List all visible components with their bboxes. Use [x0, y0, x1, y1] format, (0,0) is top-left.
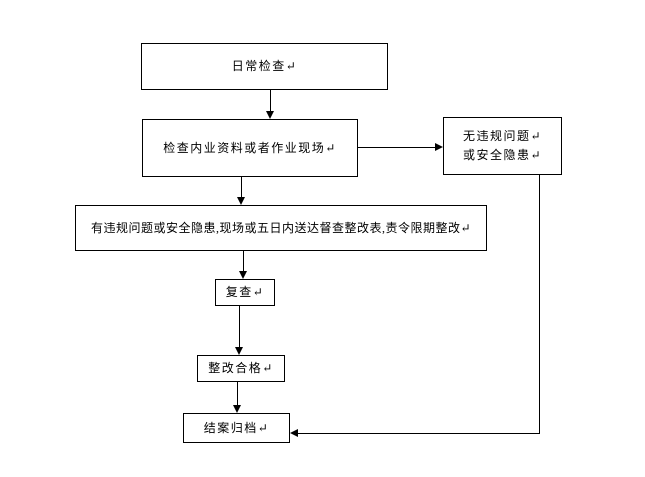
node-archive: 结案归档↵	[183, 413, 290, 443]
node-rectified-label: 整改合格↵	[208, 361, 274, 376]
node-no-violation-label: 无违规问题↵ 或安全隐患↵	[462, 129, 543, 162]
arrowhead-down-icon	[233, 405, 241, 413]
connector-rectified-to-archive	[237, 382, 238, 406]
node-rectified: 整改合格↵	[197, 355, 285, 382]
connector-check-to-violation	[241, 177, 242, 198]
arrowhead-down-icon	[237, 197, 245, 205]
connector-noviolation-to-archive-horizontal	[298, 433, 540, 434]
node-daily-check: 日常检查↵	[141, 43, 388, 90]
connector-noviolation-to-archive-vertical	[539, 175, 540, 433]
node-violation-found-label: 有违规问题或安全隐患,现场或五日内送达督查整改表,责令限期整改↵	[90, 220, 472, 235]
node-recheck: 复查↵	[215, 279, 275, 306]
node-no-violation: 无违规问题↵ 或安全隐患↵	[443, 117, 562, 175]
connector-violation-to-recheck	[243, 251, 244, 272]
arrowhead-right-icon	[435, 143, 443, 151]
node-daily-check-label: 日常检查↵	[231, 59, 298, 74]
connector-daily-to-check	[270, 90, 271, 112]
arrowhead-down-icon	[235, 347, 243, 355]
connector-recheck-to-rectified	[239, 306, 240, 348]
node-recheck-label: 复查↵	[225, 285, 265, 300]
node-violation-found: 有违规问题或安全隐患,现场或五日内送达督查整改表,责令限期整改↵	[75, 205, 487, 251]
connector-check-to-noviolation	[358, 147, 436, 148]
node-check-materials-label: 检查内业资料或者作业现场↵	[163, 140, 337, 155]
arrowhead-left-icon	[290, 429, 298, 437]
arrowhead-down-icon	[239, 271, 247, 279]
arrowhead-down-icon	[266, 111, 274, 119]
node-check-materials: 检查内业资料或者作业现场↵	[142, 119, 358, 177]
node-archive-label: 结案归档↵	[203, 420, 270, 435]
